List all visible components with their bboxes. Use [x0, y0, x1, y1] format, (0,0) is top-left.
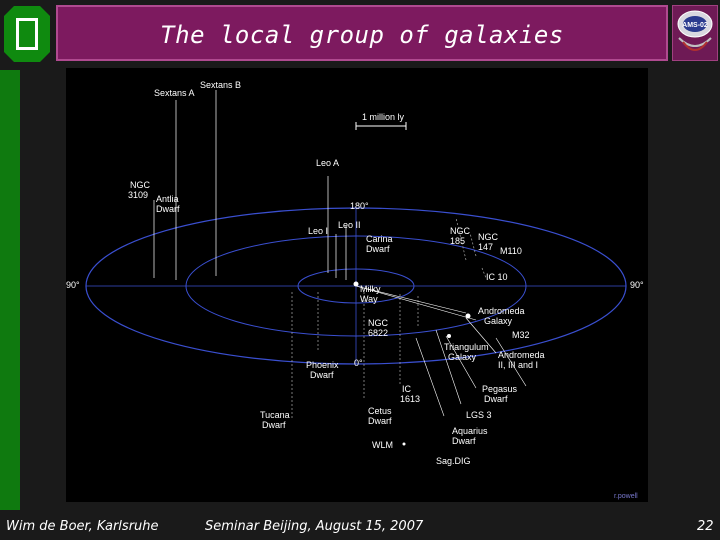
label-andromeda-dwarfs-line1: Andromeda	[498, 350, 545, 360]
slide-title: The local group of galaxies	[160, 21, 564, 49]
label-phoenix-line1: Phoenix	[306, 360, 339, 370]
label-cetus-line2: Dwarf	[368, 416, 392, 426]
label-ngc-185-line1: NGC	[450, 226, 471, 236]
label-tucana-line1: Tucana	[260, 410, 290, 420]
label-leo-ii: Leo II	[338, 220, 361, 230]
galaxy-map-panel: 180° 0° 90° 90° 1 million ly	[66, 68, 648, 502]
angle-bottom-label: 0°	[354, 358, 363, 368]
label-carina-line1: Carina	[366, 234, 393, 244]
milky-way-marker	[353, 281, 359, 287]
label-ngc-3109-line1: NGC	[130, 180, 151, 190]
title-banner: The local group of galaxies	[56, 5, 668, 61]
label-milky-way-line2: Way	[360, 294, 378, 304]
label-sagdig: Sag.DIG	[436, 456, 471, 466]
label-pegasus-line1: Pegasus	[482, 384, 518, 394]
label-ngc-6822-line2: 6822	[368, 328, 388, 338]
label-lgs-3: LGS 3	[466, 410, 492, 420]
wlm-marker	[402, 442, 406, 446]
left-accent-bar	[0, 70, 20, 510]
label-andromeda-dwarfs-line2: II, III and I	[498, 360, 538, 370]
label-andromeda-line2: Galaxy	[484, 316, 513, 326]
page-number: 22	[697, 519, 714, 534]
footer-author: Wim de Boer, Karlsruhe	[6, 519, 159, 534]
label-sextans-b: Sextans B	[200, 80, 241, 90]
angle-left-label: 90°	[66, 280, 80, 290]
map-credit: r.powell	[614, 493, 638, 500]
label-ngc-185-line2: 185	[450, 236, 465, 246]
label-pegasus-line2: Dwarf	[484, 394, 508, 404]
ams-badge-logo: AMS-02	[677, 10, 713, 51]
label-ic-10: IC 10	[486, 272, 508, 282]
triangulum-marker	[447, 334, 451, 338]
label-ngc-6822-line1: NGC	[368, 318, 389, 328]
corner-logo	[4, 6, 50, 62]
label-wlm: WLM	[372, 440, 393, 450]
label-triangulum-line1: Triangulum	[444, 342, 489, 352]
label-ic-1613-line1: IC	[402, 384, 412, 394]
ams-badge: AMS-02	[672, 5, 718, 61]
label-antlia-line1: Antlia	[156, 194, 179, 204]
galaxy-map: 180° 0° 90° 90° 1 million ly	[66, 80, 644, 500]
label-milky-way-line1: Milky	[360, 284, 381, 294]
label-leo-a: Leo A	[316, 158, 339, 168]
label-m110: M110	[500, 246, 522, 256]
label-triangulum-line2: Galaxy	[448, 352, 477, 362]
label-aquarius-line2: Dwarf	[452, 436, 476, 446]
label-ngc-147-line1: NGC	[478, 232, 499, 242]
footer-event: Seminar Beijing, August 15, 2007	[205, 519, 424, 534]
slide-footer: Wim de Boer, Karlsruhe Seminar Beijing, …	[0, 512, 720, 540]
label-tucana-line2: Dwarf	[262, 420, 286, 430]
label-carina-line2: Dwarf	[366, 244, 390, 254]
label-leo-i: Leo I	[308, 226, 328, 236]
label-ngc-147-line2: 147	[478, 242, 493, 252]
scale-label: 1 million ly	[362, 112, 405, 122]
angle-top-label: 180°	[350, 201, 369, 211]
label-ic-1613-line2: 1613	[400, 394, 420, 404]
angle-right-label: 90°	[630, 280, 644, 290]
label-sextans-a: Sextans A	[154, 88, 195, 98]
badge-label: AMS-02	[682, 22, 708, 29]
label-m32: M32	[512, 330, 530, 340]
label-antlia-line2: Dwarf	[156, 204, 180, 214]
label-andromeda-line1: Andromeda	[478, 306, 525, 316]
label-cetus-line1: Cetus	[368, 406, 392, 416]
label-ngc-3109-line2: 3109	[128, 190, 148, 200]
andromeda-marker	[465, 313, 471, 319]
label-phoenix-line2: Dwarf	[310, 370, 334, 380]
label-aquarius-line1: Aquarius	[452, 426, 488, 436]
